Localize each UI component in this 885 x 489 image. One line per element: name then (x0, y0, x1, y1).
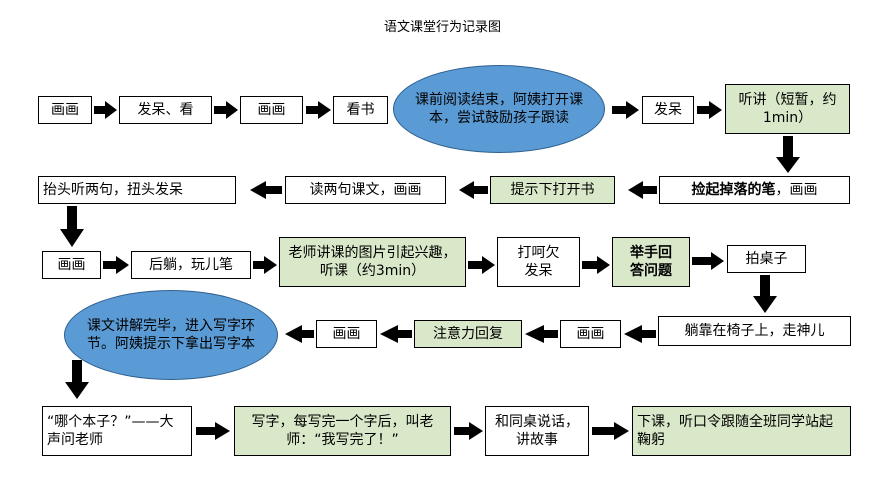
node-r4-4: 画画 (560, 320, 621, 348)
node-r1-2: 发呆、看 (119, 96, 212, 124)
arrow-r1-e (697, 101, 722, 119)
node-r2-1: 抬头听两句，扭头发呆 (38, 176, 236, 204)
arrow-r1-b (214, 101, 238, 119)
arrow-down-4 (65, 360, 89, 399)
arrow-r4-c (380, 325, 412, 343)
node-r1-3: 画画 (240, 96, 303, 124)
node-r4-2: 画画 (316, 320, 377, 348)
arrow-r3-c (468, 256, 495, 274)
diagram-title: 语文课堂行为记录图 (383, 20, 501, 35)
node-r1-1: 画画 (38, 96, 92, 124)
arrow-r3-e (692, 252, 724, 270)
node-r5-3: 和同桌说话，讲故事 (485, 406, 589, 456)
node-r3-6: 拍桌子 (727, 245, 806, 273)
arrow-r5-c (592, 422, 629, 440)
node-r5-2: 写字，每写完一个字后，叫老师：“我写完了！” (234, 406, 451, 456)
arrow-r3-d (582, 256, 610, 274)
arrow-r1-d (612, 101, 639, 119)
arrow-r5-a (196, 422, 230, 440)
node-r4-5: 躺靠在椅子上，走神儿 (658, 316, 851, 346)
node-r2-3: 提示下打开书 (490, 176, 615, 204)
node-r2-4-rest: ，画画 (775, 182, 818, 198)
node-r3-1: 画画 (42, 251, 101, 279)
node-r3-3: 老师讲课的图片引起兴趣，听课（约3min） (279, 237, 466, 287)
arrow-down-2 (60, 206, 84, 247)
arrow-r2-a (628, 181, 657, 199)
arrow-r4-a (624, 325, 656, 343)
node-r1-7: 听讲（短暂，约1min） (725, 84, 850, 134)
arrow-down-3 (753, 275, 777, 313)
node-r2-4-bold: 捡起掉落的笔 (691, 182, 776, 198)
node-r2-2: 读两句课文，画画 (285, 176, 446, 204)
node-r5-1: “哪个本子？”——大声问老师 (42, 406, 192, 456)
arrow-r4-d (285, 325, 314, 343)
arrow-r4-b (525, 325, 558, 343)
node-r1-6: 发呆 (642, 96, 694, 124)
node-r2-4: 捡起掉落的笔，画画 (659, 176, 850, 204)
node-r1-4: 看书 (333, 96, 388, 124)
arrow-r1-c (306, 101, 331, 119)
node-r4-1-ellipse: 课文讲解完毕，进入写字环节。阿姨提示下拿出写字本 (64, 290, 278, 380)
arrow-r1-a (94, 101, 117, 119)
node-r3-4: 打呵欠 发呆 (497, 237, 580, 287)
arrow-r3-a (103, 256, 129, 274)
node-r3-2: 后躺，玩儿笔 (131, 251, 251, 279)
arrow-r2-b (459, 181, 488, 199)
node-r1-5-ellipse: 课前阅读结束，阿姨打开课本，尝试鼓励孩子跟读 (393, 65, 605, 153)
arrow-r5-b (454, 422, 483, 440)
arrow-down-1 (776, 136, 800, 173)
node-r4-3: 注意力回复 (414, 320, 522, 348)
arrow-r2-c (250, 181, 282, 199)
arrow-r3-b (253, 256, 277, 274)
node-r3-5: 举手回 答问题 (612, 237, 690, 287)
node-r5-4: 下课，听口令跟随全班同学站起鞠躬 (632, 406, 851, 456)
